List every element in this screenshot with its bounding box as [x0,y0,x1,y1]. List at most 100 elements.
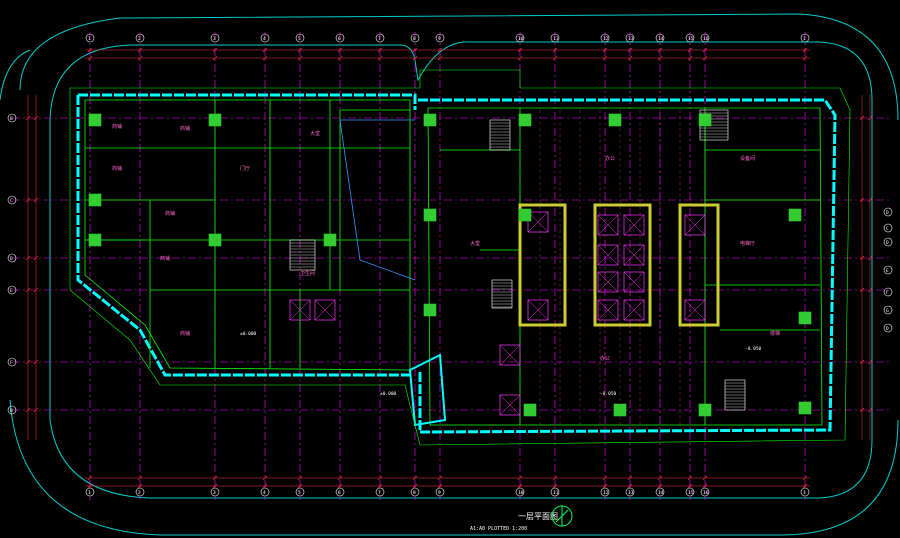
axis-bubble-left [7,405,17,415]
dimension-tick [297,47,303,53]
axis-bubble-left [7,285,17,295]
dimension-tick [87,475,93,481]
axis-bubble-bottom [700,487,710,497]
dimension-tick [137,475,143,481]
column [208,233,222,247]
elevator-shaft [623,244,645,266]
column [423,208,437,222]
dimension-tick [87,483,93,489]
axis-bubble-top [435,33,445,43]
column [423,303,437,317]
axis-bubble-bottom [260,487,270,497]
structural-columns [88,113,812,417]
dimension-tick [867,287,873,293]
dimension-tick [33,287,39,293]
dimension-tick [687,47,693,53]
axis-bubble-left [7,113,17,123]
dimension-tick [297,483,303,489]
axis-label-bottom: 11 [553,490,559,496]
site-arc [0,49,31,101]
room-label: 大堂 [310,130,320,137]
axis-bubble-bottom [625,487,635,497]
dimension-tick [552,47,558,53]
axis-label-right: D [886,210,889,216]
dimension-tick [687,483,693,489]
axis-label-left: B [10,408,13,414]
elevator-x [499,394,521,416]
dimension-tick [702,47,708,53]
dimension-tick [627,47,633,53]
dimension-tick [33,197,39,203]
axis-bubble-bottom [515,487,525,497]
axis-label-bottom: 4 [263,490,266,496]
elevator-x [623,214,645,236]
axis-bubble-top [700,33,710,43]
column [323,233,337,247]
dimension-tick [437,475,443,481]
axis-bubble-top [85,33,95,43]
axis-label-top: 13 [628,36,634,42]
axis-bubble-bottom [210,487,220,497]
room-label: 设备间 [740,155,755,162]
column [518,113,532,127]
dimension-tick [262,55,268,61]
dimension-tick [412,475,418,481]
axis-bubble-right [883,207,893,217]
axis-label-top: 14 [658,36,664,42]
dimension-tick [212,475,218,481]
dimension-tick [702,55,708,61]
dimension-tick [33,115,39,121]
room-label: 商铺 [112,123,122,130]
axis-bubble-right [883,305,893,315]
room-label: 卫生间 [300,270,315,277]
north-arrow-icon [551,505,573,527]
axis-bubble-bottom [550,487,560,497]
dimension-tick [262,47,268,53]
room-label: 楼梯 [770,330,780,337]
site-outline-inner [49,41,873,499]
outer-green-band [69,69,851,446]
glazing-line [359,259,416,281]
axis-bubble-top [515,33,525,43]
column [523,403,537,417]
dimension-tick [867,197,873,203]
axis-label-bottom: 1 [88,490,91,496]
dimension-tick [337,47,343,53]
room-label: 电梯厅 [740,240,755,247]
dimension-tick [25,407,31,413]
axis-label-top: 11 [553,36,559,42]
connector-wall [408,353,447,427]
axis-bubble-bottom [135,487,145,497]
drawing-title: 一层平面图 [518,512,558,521]
dimension-tick [859,287,865,293]
dimension-tick [687,475,693,481]
dimension-tick [377,483,383,489]
axis-label-left: E [10,288,13,294]
elevator-shaft [623,299,645,321]
dimension-tick [212,47,218,53]
axis-bubble-top [375,33,385,43]
axis-label-right: D [886,240,889,246]
dimension-tick [552,55,558,61]
axis-bubble-top [800,33,810,43]
axis-label-bottom: 9 [438,490,441,496]
dimension-tick [517,475,523,481]
elevator-shaft [684,299,706,321]
axis-label-right: C [886,226,889,232]
axis-label-right: E [886,268,889,274]
dimension-tick [437,483,443,489]
axis-label-left: D [10,256,13,262]
axis-bubble-right [883,323,893,333]
dimension-tick [25,197,31,203]
dimension-tick [802,475,808,481]
axis-bubble-bottom [295,487,305,497]
dimension-tick [262,483,268,489]
stair [491,279,513,309]
dimension-tick [87,47,93,53]
dimension-tick [657,483,663,489]
column [798,311,812,325]
axis-bubble-top [210,33,220,43]
column [423,113,437,127]
elevator-x [623,299,645,321]
axis-bubble-top [260,33,270,43]
